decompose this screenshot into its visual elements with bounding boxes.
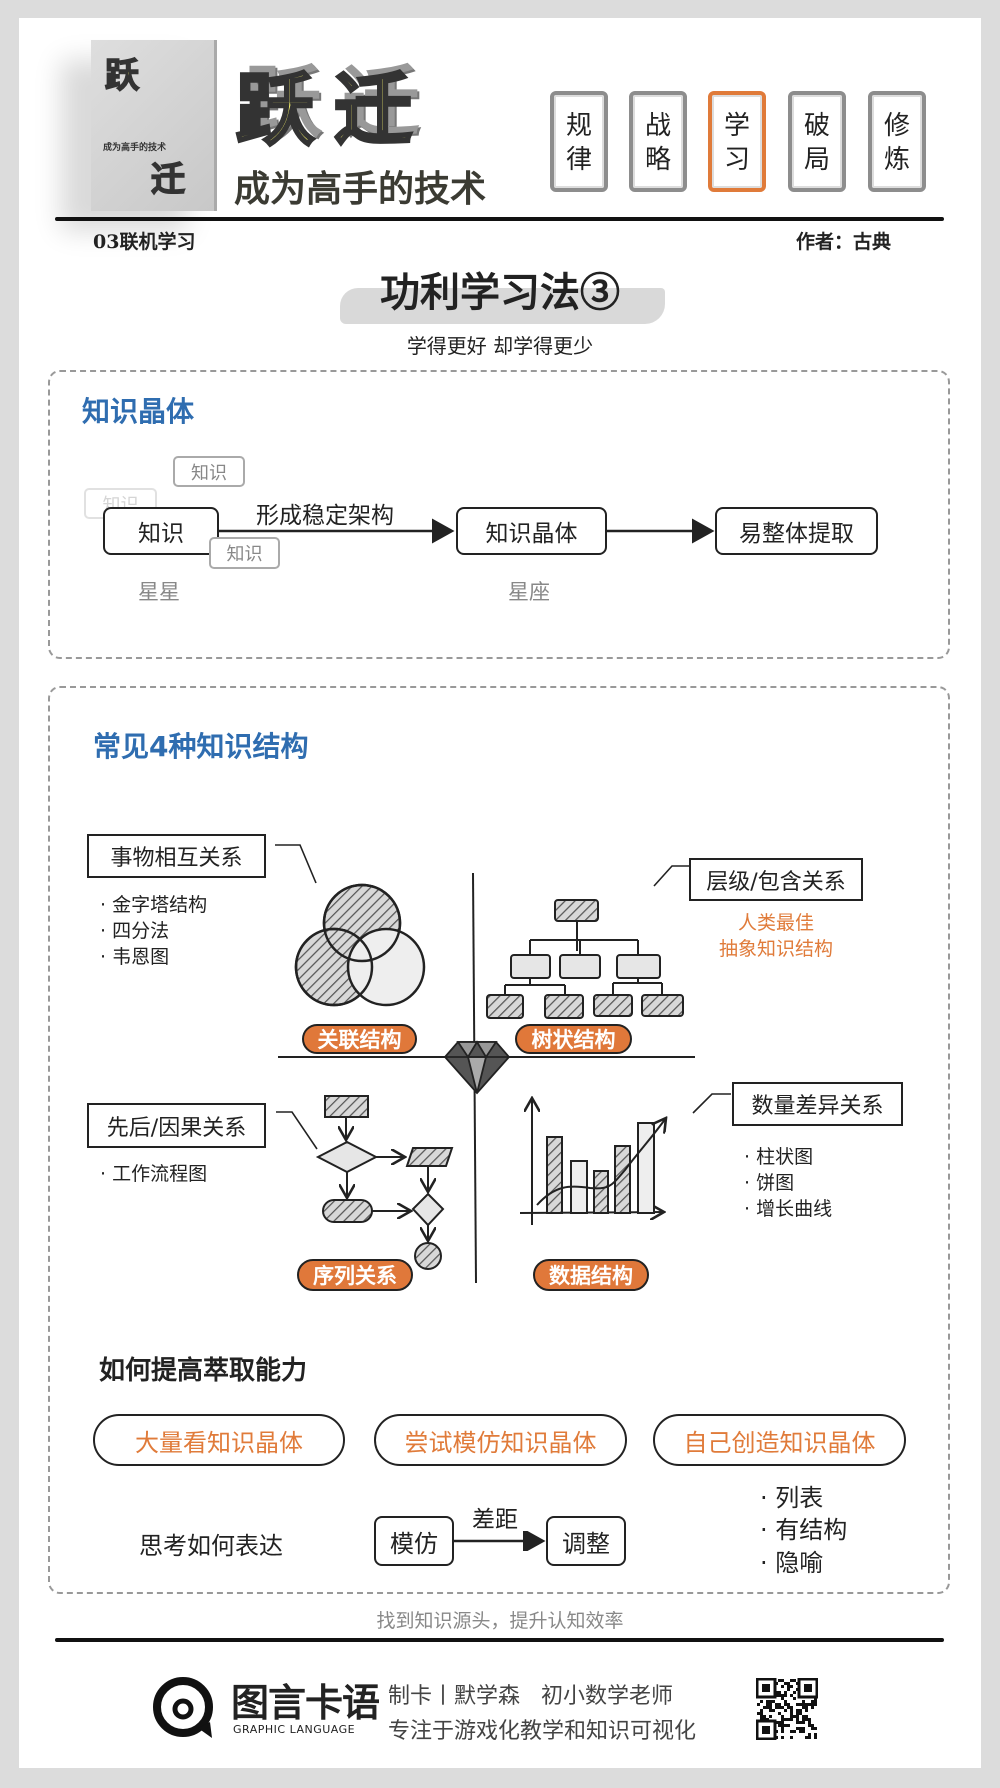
nav-tab[interactable]: 破 局 [788,91,846,192]
flowchart-icon [315,1095,454,1270]
bar-chart-icon [519,1098,666,1225]
extract-heading: 如何提高萃取能力 [99,1356,308,1386]
author-label: 作者：古典 [796,231,892,253]
expression-item: · 有结构 [760,1516,848,1544]
tagline: 找到知识源头，提升认知效率 [376,1610,624,1632]
tag-sequence-relation: 序列关系 [297,1259,413,1291]
quantity-item: · 饼图 [744,1172,795,1194]
book-cover-glyph: 迁 [150,159,186,201]
footer-divider [55,1638,944,1642]
nav-tab[interactable]: 学 习 [708,91,766,192]
brand-title: 跃迁 [234,65,433,158]
node-adjust: 调整 [546,1516,626,1566]
tree-diagram-icon [486,899,684,1019]
caption-stars: 星星 [138,580,180,604]
tag-data-structure: 数据结构 [533,1259,649,1291]
ghost-knowledge-box: 知识 [209,537,280,569]
hierarchy-note: 抽象知识结构 [718,938,833,960]
page-subtitle: 学得更好 却学得更少 [406,334,594,358]
label-relation: 事物相互关系 [87,834,266,878]
relation-item: · 金字塔结构 [100,894,208,916]
chapter-label: 03联机学习 [93,231,196,253]
pill-imitate-crystals: 尝试模仿知识晶体 [374,1414,627,1466]
caption-constellation: 星座 [508,580,550,604]
brand-subtitle: 成为高手的技术 [234,169,487,210]
connector-line [275,844,317,884]
quantity-item: · 柱状图 [744,1146,814,1168]
hierarchy-note: 人类最佳 [737,912,814,934]
diamond-icon [443,1040,511,1095]
node-knowledge: 知识 [103,507,219,555]
expression-item: · 列表 [760,1484,824,1512]
relation-item: · 韦恩图 [100,946,170,968]
tag-tree-structure: 树状结构 [515,1024,632,1054]
logo-text-cn: 图言卡语 [231,1681,380,1725]
arrow-imitate-to-adjust [454,1531,546,1551]
book-cover-image: 跃 成为高手的技术 迁 [91,40,217,211]
label-quantity: 数量差异关系 [732,1082,903,1126]
crystal-section [48,370,950,659]
book-cover-glyph: 跃 [104,55,140,97]
structures-illustration [275,844,731,1284]
nav-tab[interactable]: 战 略 [629,91,687,192]
venn-diagram-icon [294,883,426,1007]
book-cover-title: 成为高手的技术 [103,143,167,153]
logo-text-en: GRAPHIC LANGUAGE [233,1723,356,1736]
structures-section [48,686,950,1594]
crystal-heading: 知识晶体 [82,395,195,428]
connector-line [276,1111,318,1150]
nav-tab[interactable]: 修 炼 [868,91,926,192]
pill-create-crystals: 自己创造知识晶体 [653,1414,906,1466]
gap-label: 差距 [472,1507,518,1533]
label-sequence: 先后/因果关系 [87,1103,266,1148]
graphic-language-logo-icon [153,1677,213,1738]
node-crystal: 知识晶体 [456,507,607,555]
pill-read-crystals: 大量看知识晶体 [93,1414,345,1466]
crystal-arrows [219,518,715,544]
page-title: 功利学习法③ [380,269,620,316]
connector-line [653,865,689,887]
title-brush-stroke [340,288,665,324]
node-imitate: 模仿 [374,1516,454,1566]
quantity-item: · 增长曲线 [744,1198,833,1220]
node-extract: 易整体提取 [715,507,878,555]
arrow-label-form-structure: 形成稳定架构 [256,503,394,529]
sequence-item: · 工作流程图 [100,1163,208,1185]
structures-heading: 常见4种知识结构 [93,730,309,763]
slogan-line: 专注于游戏化教学和知识可视化 [388,1719,697,1744]
ghost-knowledge-box: 知识 [173,456,245,487]
think-expression: 思考如何表达 [139,1532,283,1560]
qr-code-icon [756,1678,818,1740]
connector-line [692,1093,731,1114]
header-divider [55,217,944,221]
expression-item: · 隐喻 [760,1549,824,1577]
relation-item: · 四分法 [100,920,170,942]
nav-tab[interactable]: 规 律 [550,91,608,192]
label-hierarchy: 层级/包含关系 [689,858,863,901]
tag-relation-structure: 关联结构 [302,1024,417,1054]
credit-line: 制卡丨默学森 初小数学老师 [388,1684,673,1709]
